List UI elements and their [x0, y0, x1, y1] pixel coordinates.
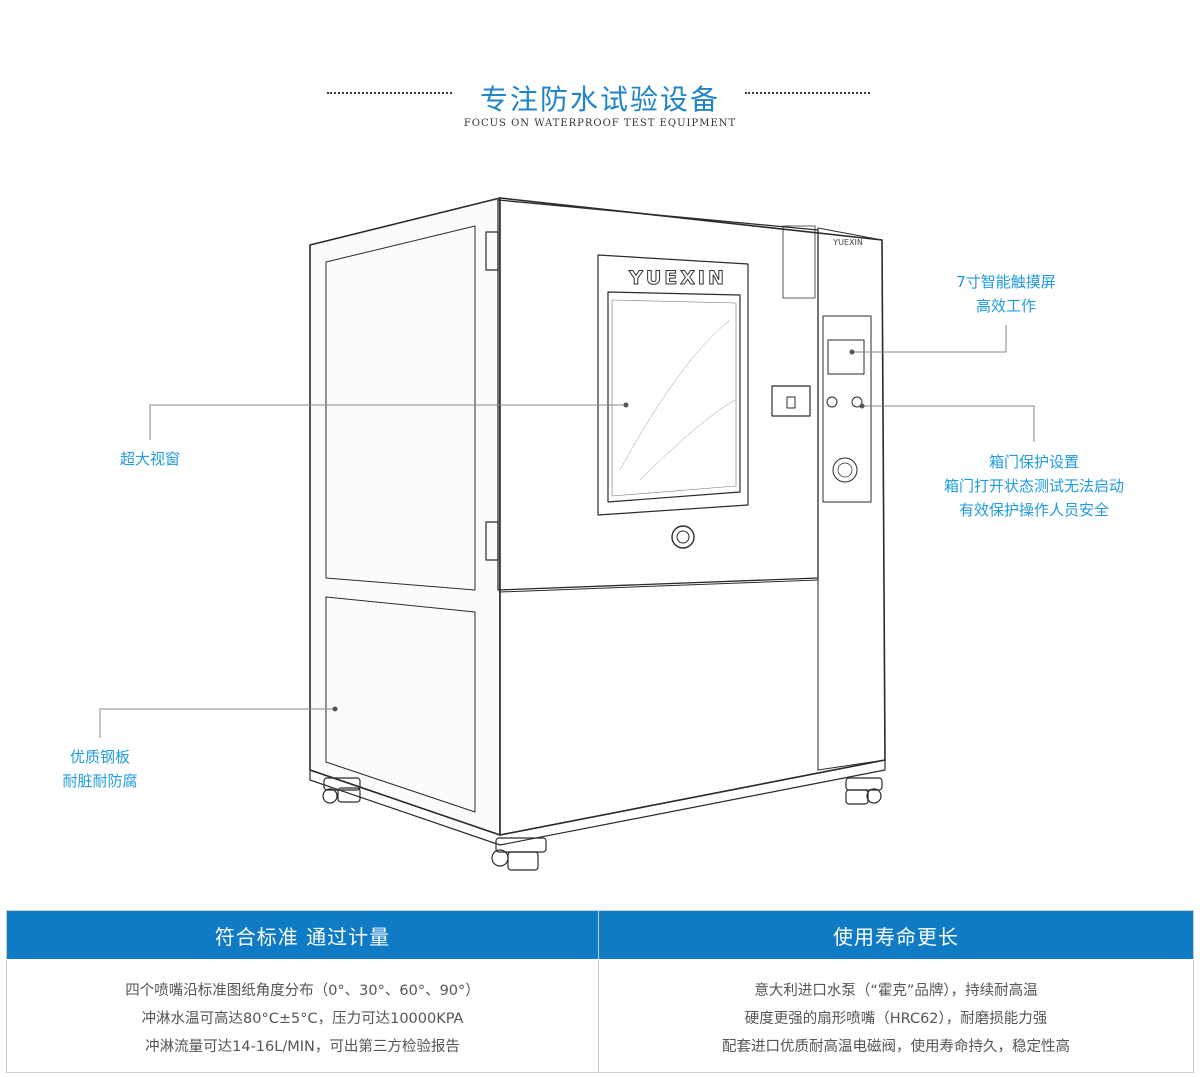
callout-steel-plate: 优质钢板 耐脏耐防腐	[62, 748, 138, 790]
feature-lifespan-title: 使用寿命更长	[599, 911, 1193, 959]
page-title: 专注防水试验设备	[479, 83, 720, 116]
window-brand-text: YUEXIN	[628, 267, 727, 289]
door-handle	[671, 525, 695, 549]
leader-window	[149, 404, 626, 440]
caster-rear-left	[322, 777, 361, 804]
caster-rear-right	[845, 777, 883, 805]
feature-lifespan-body: 意大利进口水泵（“霍克”品牌），持续耐高温 硬度更强的扇形喷嘴（HRC62），耐…	[722, 983, 1070, 1055]
hinge-bottom	[485, 521, 499, 561]
control-panel	[822, 315, 872, 503]
feature-standards-title: 符合标准 通过计量	[7, 911, 598, 959]
side-lower-panel	[325, 596, 476, 813]
feature-standards-body: 四个喷嘴沿标准图纸角度分布（0°、30°、60°、90°） 冲淋水温可高达80°…	[125, 983, 480, 1055]
machine-side-panel	[309, 197, 501, 836]
feature-table: 符合标准 通过计量 四个喷嘴沿标准图纸角度分布（0°、30°、60°、90°） …	[6, 910, 1194, 1073]
title-dots-right	[745, 92, 870, 94]
touch-screen	[827, 339, 865, 375]
pressure-gauge	[832, 457, 858, 483]
callout-touchscreen: 7寸智能触摸屏 高效工作	[956, 273, 1056, 315]
warning-label	[782, 225, 816, 299]
leader-touchscreen	[852, 325, 1007, 353]
page-subtitle: FOCUS ON WATERPROOF TEST EQUIPMENT	[463, 118, 737, 129]
control-knob-2	[851, 396, 863, 408]
hinge-top	[485, 231, 499, 271]
view-window-frame	[597, 254, 749, 516]
control-knob-1	[826, 396, 838, 408]
column-brand-text: YUEXIN	[832, 238, 863, 247]
leader-door-protection	[862, 405, 1035, 442]
feature-lifespan: 使用寿命更长 意大利进口水泵（“霍克”品牌），持续耐高温 硬度更强的扇形喷嘴（H…	[599, 911, 1193, 1072]
callout-window: 超大视窗	[119, 450, 180, 468]
machine-illustration: YUEXIN YUEXIN	[99, 197, 1035, 871]
caster-front-left	[491, 837, 547, 871]
section-header: 专注防水试验设备 FOCUS ON WATERPROOF TEST EQUIPM…	[0, 70, 1200, 140]
feature-standards: 符合标准 通过计量 四个喷嘴沿标准图纸角度分布（0°、30°、60°、90°） …	[7, 911, 599, 1072]
door-switch	[771, 385, 811, 417]
side-upper-panel	[325, 225, 476, 591]
view-window-glass	[607, 291, 741, 503]
callout-door-protection: 箱门保护设置 箱门打开状态测试无法启动 有效保护操作人员安全	[943, 453, 1124, 519]
title-dots-left	[327, 92, 452, 94]
leader-steel-plate	[99, 708, 335, 738]
